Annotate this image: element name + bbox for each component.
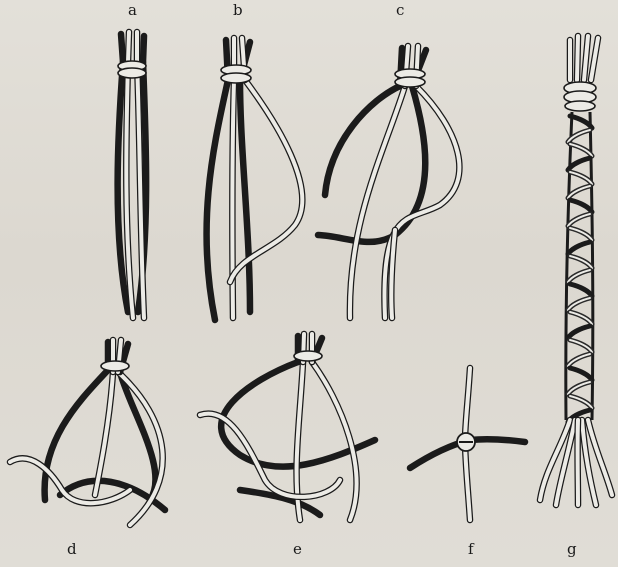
step-d-strands [10, 340, 165, 525]
label-e: e [293, 542, 302, 557]
step-f-crossing [410, 368, 525, 520]
step-c-strands [318, 46, 459, 318]
label-c: c [396, 3, 404, 18]
step-a-strands [118, 32, 147, 318]
label-f: f [468, 542, 474, 557]
step-g-finished-braid [540, 36, 612, 505]
label-a: a [128, 3, 137, 18]
step-e-strands [200, 334, 375, 520]
label-b: b [233, 3, 243, 18]
label-g: g [567, 542, 577, 557]
label-d: d [67, 542, 77, 557]
step-b-strands [207, 38, 303, 320]
